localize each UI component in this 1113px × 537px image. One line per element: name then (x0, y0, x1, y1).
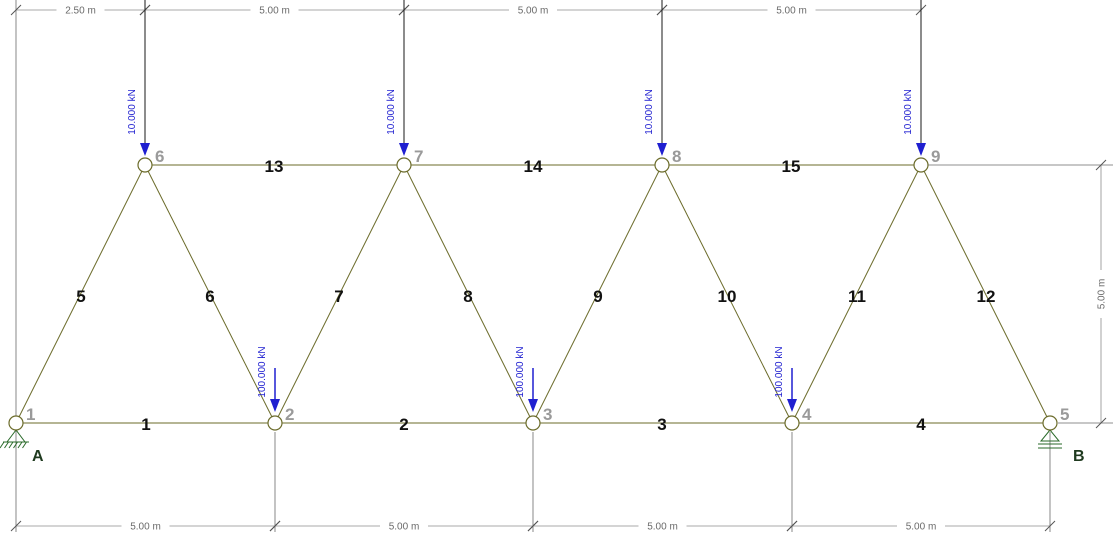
pin-support-hatch-3 (8, 441, 14, 449)
member-8 (403, 164, 534, 424)
dim-bottom-3-label-bg (638, 519, 687, 533)
node-label-2: 2 (285, 405, 294, 424)
node-label-4: 4 (802, 405, 812, 424)
member-6 (144, 164, 276, 424)
node-2 (267, 415, 283, 431)
pin-support-hatch-4 (13, 441, 18, 449)
top-load-label-8: 10.000 kN (644, 89, 655, 135)
dim-top-1-tick-start (10, 4, 22, 16)
dim-bottom-4-tick-end (1044, 520, 1056, 532)
dim-top-4-label: 5.00 m (776, 6, 807, 17)
node-label-1: 1 (26, 405, 35, 424)
pin-support-hatch-2 (4, 441, 9, 449)
top-load-arrow-8 (657, 143, 667, 156)
truss-nodes (8, 157, 1058, 431)
dim-bottom-4-label-bg (897, 519, 945, 533)
top-load-arrow-9 (916, 143, 926, 156)
dim-right-tick-start (1095, 159, 1107, 171)
dim-top-3-label: 5.00 m (518, 6, 549, 17)
node-8 (654, 157, 670, 173)
top-load-arrow-7 (399, 143, 409, 156)
dim-right-tick-end (1095, 417, 1107, 429)
pin-support-hatch-6 (22, 441, 27, 449)
truss-members (15, 164, 1051, 424)
support-label-b: B (1073, 448, 1085, 465)
dim-top-4-label-bg (767, 3, 816, 17)
member-label-14: 14 (524, 157, 543, 176)
pin-support-hatch-1 (0, 441, 5, 449)
dim-top-2-label-bg (250, 3, 299, 17)
node-label-8: 8 (672, 147, 681, 166)
dim-bottom-2-label: 5.00 m (389, 522, 420, 533)
roller-support-triangle (1039, 429, 1061, 442)
node-label-6: 6 (155, 147, 164, 166)
member-label-11: 11 (848, 287, 866, 306)
member-label-3: 3 (657, 415, 666, 434)
support-label-a: A (32, 448, 44, 465)
member-12 (920, 164, 1051, 424)
dim-bottom-1-tick-start (10, 520, 22, 532)
bottom-load-label-3: 100.000 kN (515, 346, 526, 397)
dim-right-label-bg (1094, 270, 1108, 318)
dim-bottom-2-label-bg (380, 519, 428, 533)
node-4 (784, 415, 800, 431)
bottom-load-arrow-4 (787, 399, 797, 412)
dim-top-1-label-bg (56, 3, 105, 17)
dim-bottom-1-label: 5.00 m (130, 522, 161, 533)
member-10 (661, 164, 793, 424)
node-label-3: 3 (543, 405, 552, 424)
node-9 (913, 157, 929, 173)
node-5 (1042, 415, 1058, 431)
member-label-13: 13 (265, 157, 284, 176)
dim-bottom-4-label: 5.00 m (906, 522, 937, 533)
top-load-label-9: 10.000 kN (903, 89, 914, 135)
member-label-4: 4 (916, 415, 926, 434)
member-label-9: 9 (593, 287, 602, 306)
dim-bottom-3-label: 5.00 m (647, 522, 678, 533)
top-load-label-7: 10.000 kN (386, 89, 397, 135)
member-label-15: 15 (782, 157, 801, 176)
member-label-2: 2 (399, 415, 408, 434)
dim-bottom-4-tick-start (786, 520, 798, 532)
bottom-load-label-2: 100.000 kN (257, 346, 268, 397)
node-label-5: 5 (1060, 405, 1069, 424)
member-11 (791, 164, 922, 424)
dim-bottom-3-tick-start (527, 520, 539, 532)
point-loads (140, 0, 926, 412)
dim-bottom-1-label-bg (121, 519, 170, 533)
node-1 (8, 415, 24, 431)
pin-support-hatch-5 (17, 441, 23, 449)
dim-bottom-2-tick-start (269, 520, 281, 532)
member-label-1: 1 (141, 415, 150, 434)
dim-right-label: 5.00 m (1097, 279, 1108, 310)
node-label-7: 7 (414, 147, 423, 166)
member-label-7: 7 (334, 287, 343, 306)
dim-top-3-label-bg (509, 3, 557, 17)
dimension-lines: 2.50 m 5.00 m 5.00 m 5.00 m 5.00 m 5.00 m 5.00… (10, 3, 1108, 533)
member-label-8: 8 (463, 287, 472, 306)
member-label-6: 6 (205, 287, 214, 306)
top-load-arrow-6 (140, 143, 150, 156)
extension-lines (15, 0, 1113, 532)
node-label-9: 9 (931, 147, 940, 166)
member-9 (532, 164, 663, 424)
member-label-10: 10 (718, 287, 737, 306)
member-label-12: 12 (977, 287, 996, 306)
supports (0, 429, 1062, 449)
top-load-label-6: 10.000 kN (127, 89, 138, 135)
member-5 (15, 164, 146, 424)
dim-top-1-label: 2.50 m (65, 6, 96, 17)
bottom-load-label-4: 100.000 kN (774, 346, 785, 397)
node-6 (137, 157, 153, 173)
bottom-load-arrow-2 (270, 399, 280, 412)
member-label-5: 5 (76, 287, 85, 306)
node-7 (396, 157, 412, 173)
member-7 (274, 164, 405, 424)
dim-top-2-label: 5.00 m (259, 6, 290, 17)
node-3 (525, 415, 541, 431)
bottom-load-arrow-3 (528, 399, 538, 412)
